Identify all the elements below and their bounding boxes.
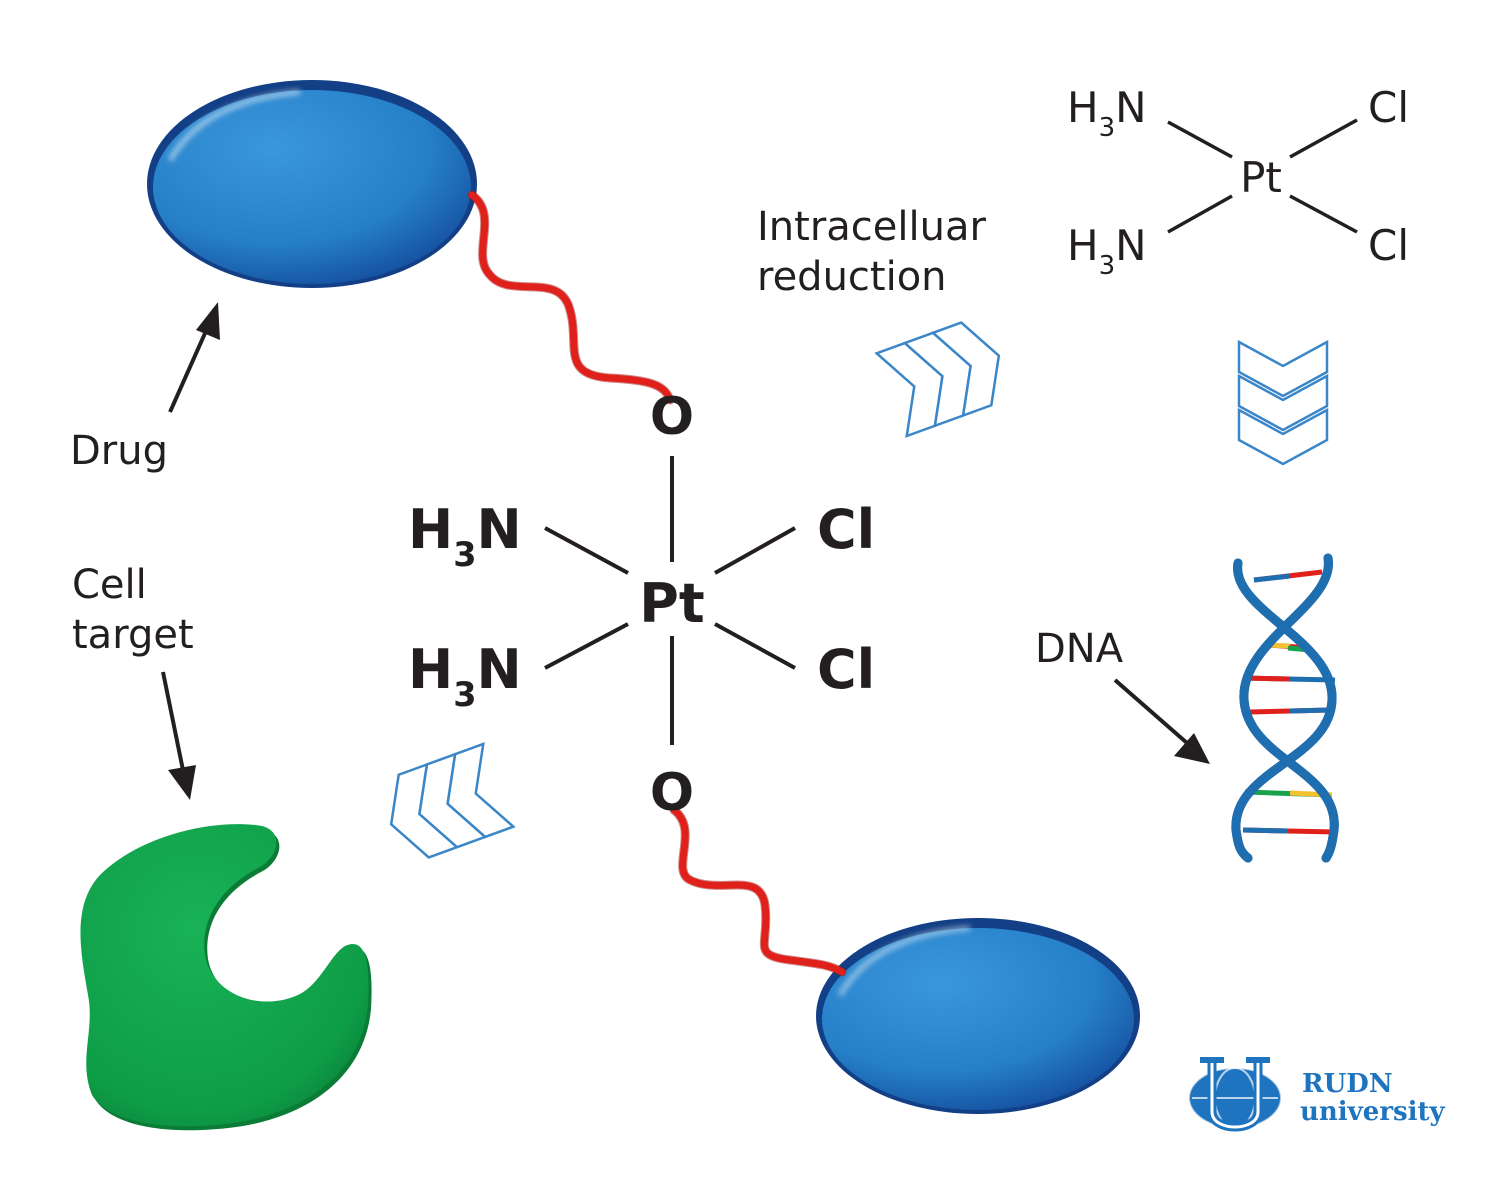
drug-arrow [168, 302, 220, 413]
pt-iv-ammine-lower: H3N [408, 638, 522, 714]
pt-iv-oxygen-top: O [650, 387, 694, 447]
dna-helix [1231, 553, 1339, 863]
cisplatin-center: Pt [1240, 153, 1282, 202]
cell-target-shape [80, 824, 372, 1131]
cisplatin-ammine-lower: H3N [1067, 221, 1147, 281]
rudn-globe-emblem [1188, 1057, 1282, 1132]
rudn-logo[interactable]: RUDN university [1188, 1057, 1446, 1132]
reduction-label-line2: reduction [757, 254, 947, 300]
pt-iv-ammine-upper: H3N [408, 498, 522, 574]
cisplatin-chloride-upper: Cl [1368, 83, 1409, 132]
pt-iv-center: Pt [639, 572, 704, 635]
cisplatin-ammine-upper: H3N [1067, 83, 1147, 143]
cell-target-label-line2: target [72, 612, 194, 658]
rudn-logo-line1: RUDN [1302, 1069, 1393, 1099]
chevrons-to-dna [1237, 339, 1329, 466]
cisplatin-complex: Pt H3N H3N Cl Cl [1067, 83, 1409, 281]
linker-bottom [669, 805, 847, 977]
cell-target-label-line1: Cell [72, 562, 147, 608]
pt-iv-chloride-lower: Cl [817, 638, 875, 701]
chevrons-reduction [874, 321, 1001, 438]
platinum-iv-complex: Pt O O H3N H3N Cl Cl [408, 387, 875, 823]
rudn-logo-line2: university [1300, 1097, 1446, 1127]
pt-iv-oxygen-bottom: O [650, 763, 694, 823]
drug-ellipse-bottom [816, 918, 1140, 1114]
cell-target-arrow [161, 671, 196, 800]
chevrons-targeting [389, 742, 516, 859]
cisplatin-chloride-lower: Cl [1368, 221, 1409, 270]
pt-iv-chloride-upper: Cl [817, 498, 875, 561]
reduction-label-line1: Intracelluar [757, 204, 986, 250]
dna-label: DNA [1035, 626, 1124, 672]
drug-label: Drug [70, 428, 168, 474]
drug-ellipse-top [147, 80, 477, 288]
dna-arrow [1113, 678, 1210, 764]
linker-top [467, 190, 675, 405]
